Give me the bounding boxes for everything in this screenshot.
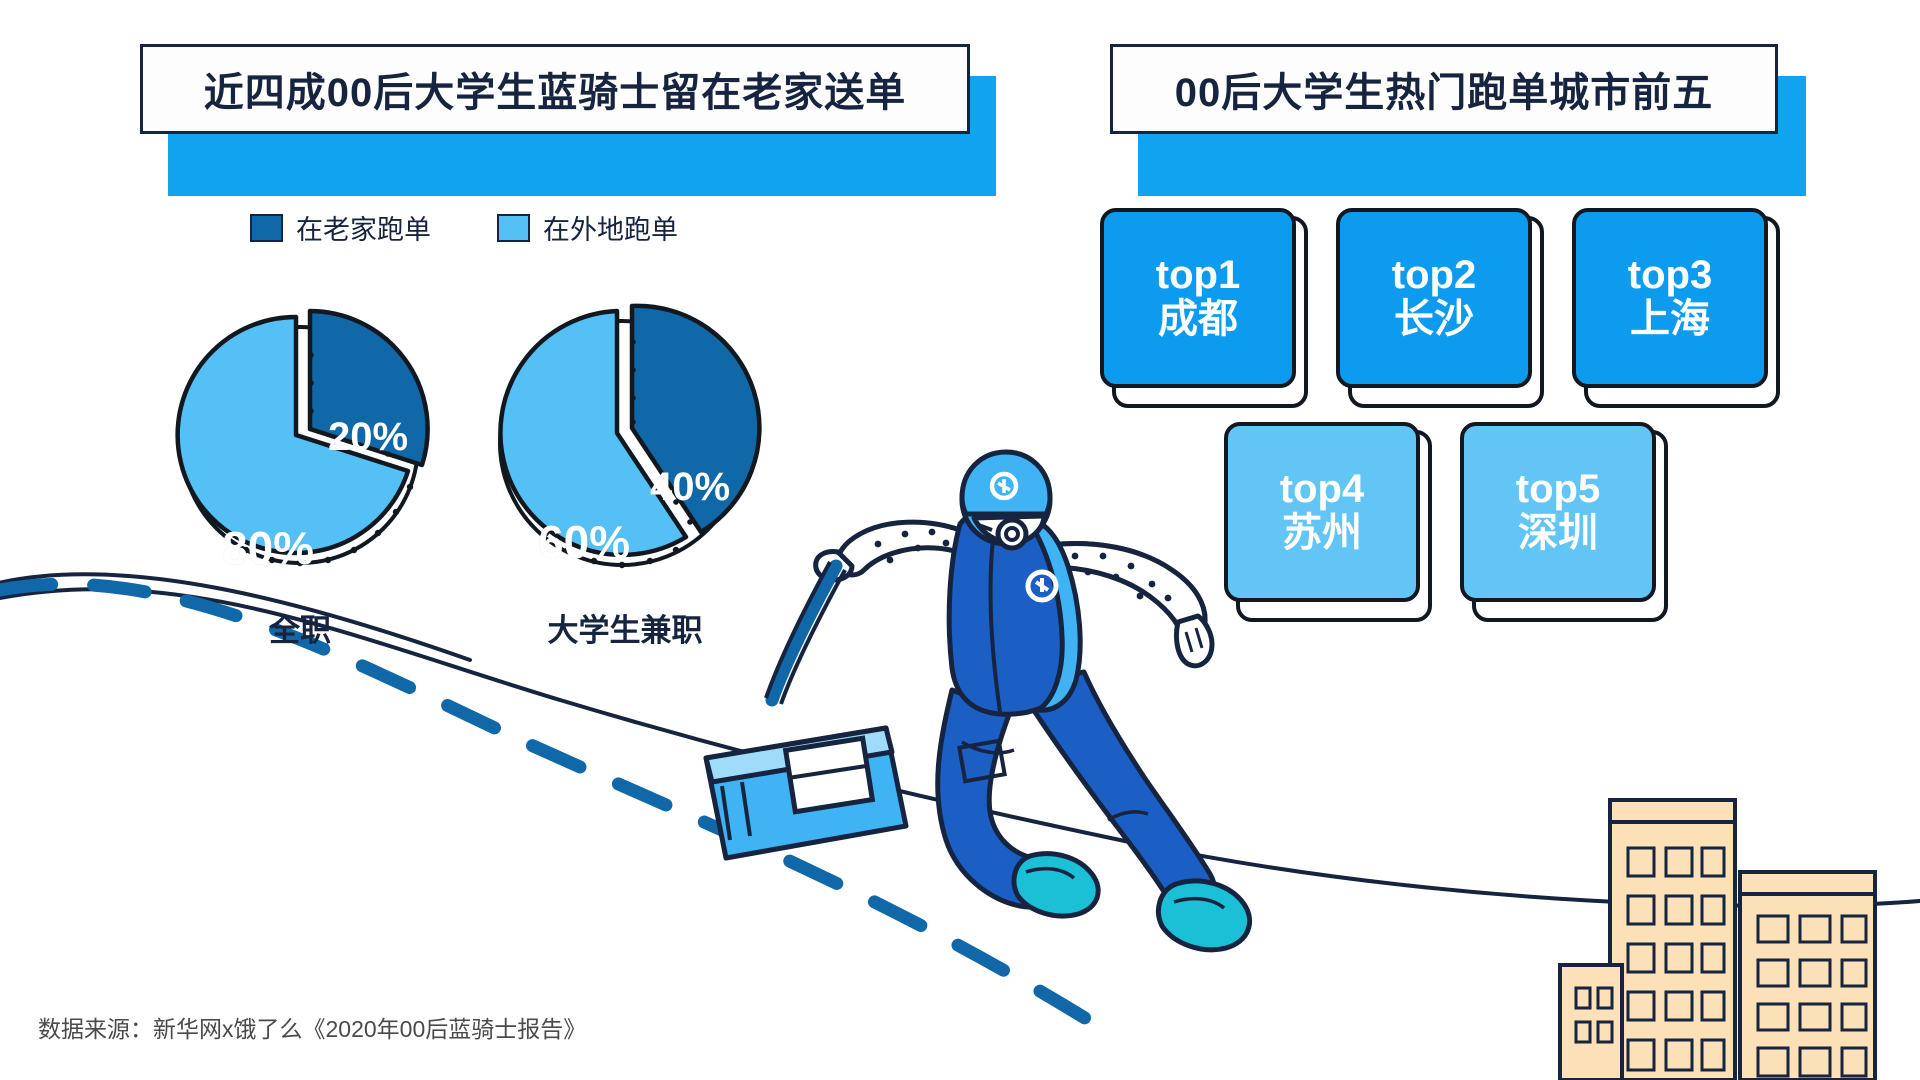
pie-label-away-60: 60% [538, 516, 631, 568]
city-card-top5[interactable]: top5 深圳 [1460, 422, 1656, 602]
pie-label-home-20: 20% [328, 415, 409, 459]
legend-item-home: 在老家跑单 [250, 208, 431, 247]
pie-slice-away-80 [175, 314, 411, 556]
right-title-box: 00后大学生热门跑单城市前五 [1110, 44, 1778, 134]
city-card-city-top2: 长沙 [1394, 297, 1474, 341]
city-card-top3[interactable]: top3 上海 [1572, 208, 1768, 388]
city-card-rank-top4: top4 [1279, 467, 1365, 511]
pie-legend: 在老家跑单 在外地跑单 [250, 208, 678, 247]
left-title-block: 近四成00后大学生蓝骑士留在老家送单 [140, 44, 996, 196]
pie-label-home-40: 40% [650, 465, 731, 509]
right-title-text: 00后大学生热门跑单城市前五 [1174, 71, 1714, 115]
pie-caption-part-time: 大学生兼职 [547, 613, 703, 648]
pie-slice-away-60 [498, 308, 689, 558]
city-card-city-top1: 成都 [1158, 297, 1238, 341]
city-card-rank-top2: top2 [1391, 253, 1477, 297]
delivery-bag [703, 725, 909, 861]
city-card-city-top4: 苏州 [1282, 511, 1362, 555]
right-title-block: 00后大学生热门跑单城市前五 [1110, 44, 1806, 196]
courier-illustration [703, 449, 1253, 953]
left-title-box: 近四成00后大学生蓝骑士留在老家送单 [140, 44, 970, 134]
pie-caption-full-time: 全职 [269, 613, 331, 648]
buildings-illustration [1558, 798, 1877, 1080]
pie-slice-home-20 [307, 308, 430, 468]
pie-label-away-80: 80% [222, 522, 315, 574]
legend-label-away: 在外地跑单 [543, 215, 678, 245]
city-card-top4[interactable]: top4 苏州 [1224, 422, 1420, 602]
city-card-rank-top1: top1 [1155, 253, 1241, 297]
city-card-top1[interactable]: top1 成都 [1100, 208, 1296, 388]
legend-label-home: 在老家跑单 [296, 215, 431, 245]
city-card-rank-top5: top5 [1515, 467, 1601, 511]
city-card-city-top5: 深圳 [1518, 511, 1598, 555]
city-card-top2[interactable]: top2 长沙 [1336, 208, 1532, 388]
city-card-rank-top3: top3 [1627, 253, 1713, 297]
left-title-text: 近四成00后大学生蓝骑士留在老家送单 [203, 71, 907, 115]
pie-chart-full-time: 20% 80% 全职 [150, 285, 450, 665]
data-source-note: 数据来源：新华网x饿了么《2020年00后蓝骑士报告》 [38, 1016, 587, 1042]
pie-chart-part-time: 40% 60% 大学生兼职 [470, 275, 780, 665]
pie-slice-home-40 [629, 303, 762, 535]
legend-swatch-home [250, 213, 283, 242]
legend-swatch-away [497, 213, 530, 242]
legend-item-away: 在外地跑单 [497, 208, 678, 247]
city-card-city-top3: 上海 [1630, 297, 1710, 341]
